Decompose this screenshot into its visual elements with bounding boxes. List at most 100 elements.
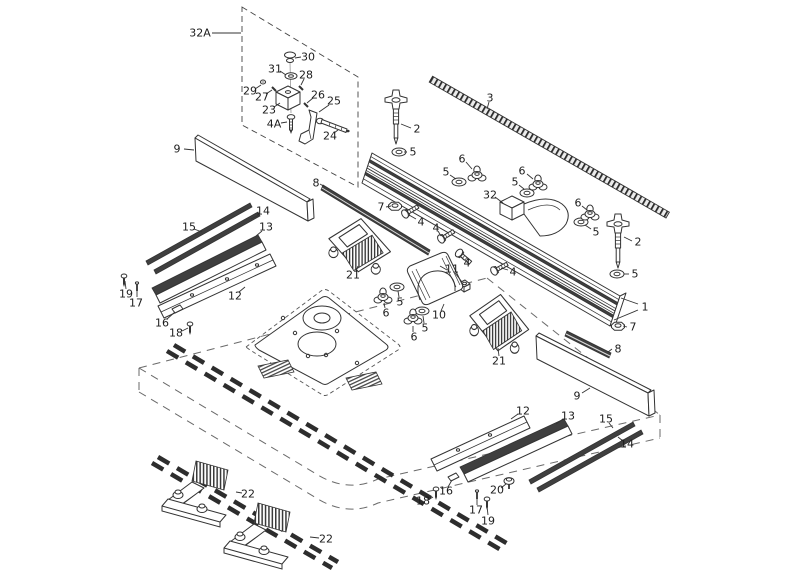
detail-view-box bbox=[241, 6, 359, 188]
leader-line bbox=[500, 483, 507, 489]
leader-line bbox=[238, 286, 246, 293]
leader-line bbox=[617, 436, 624, 442]
guard-bracket-32 bbox=[499, 195, 569, 237]
part-number-label: 6 bbox=[459, 153, 466, 166]
track-rail-13-right bbox=[459, 418, 573, 483]
leader-line bbox=[250, 214, 260, 220]
end-clip-16-right bbox=[447, 472, 460, 482]
part-number-label: 10 bbox=[432, 309, 446, 322]
knob-6 bbox=[373, 287, 393, 304]
leader-line bbox=[486, 505, 489, 516]
part-number-label: 25 bbox=[327, 95, 341, 108]
part-number-label: 5 bbox=[443, 166, 450, 179]
part-number-label: 14 bbox=[620, 438, 634, 451]
part-number-label: 13 bbox=[259, 221, 273, 234]
leader-line bbox=[309, 536, 320, 539]
part-number-label: 24 bbox=[323, 130, 337, 143]
part-number-label: 26 bbox=[311, 89, 325, 102]
mounting-bracket-12-right bbox=[430, 415, 531, 472]
leader-line bbox=[318, 104, 330, 113]
part-number-label: 8 bbox=[313, 177, 320, 190]
leader-line bbox=[279, 70, 287, 76]
wear-strip-15-right bbox=[528, 421, 636, 485]
washer-5 bbox=[414, 306, 430, 316]
part-number-label: 30 bbox=[301, 51, 315, 64]
cap-nut-30 bbox=[284, 51, 296, 63]
part-number-label: 12 bbox=[516, 405, 530, 418]
part-number-label: 16 bbox=[155, 317, 169, 330]
main-fence-rail bbox=[361, 152, 627, 327]
washer-31 bbox=[284, 72, 298, 80]
part-number-label: 31 bbox=[268, 63, 282, 76]
part-number-label: 27 bbox=[255, 91, 269, 104]
nut-7 bbox=[611, 321, 625, 331]
leader-line bbox=[608, 422, 614, 429]
clamp-detail-parts bbox=[259, 51, 350, 145]
leader-line bbox=[383, 302, 386, 309]
wear-strip-15-left bbox=[145, 202, 253, 266]
leader-line bbox=[235, 491, 243, 494]
leader-line bbox=[555, 418, 564, 425]
clamp-block-23 bbox=[275, 85, 301, 111]
leader-line bbox=[306, 97, 314, 104]
part-number-label: 4 bbox=[418, 216, 425, 229]
part-number-label: 5 bbox=[593, 226, 600, 239]
leader-line bbox=[439, 265, 448, 271]
part-number-label: 12 bbox=[228, 290, 242, 303]
part-number-label: 29 bbox=[243, 85, 257, 98]
leader-line bbox=[183, 148, 195, 151]
end-clip-16-left bbox=[171, 304, 184, 314]
track-rail-13-left bbox=[151, 234, 267, 304]
leader-line bbox=[465, 161, 473, 170]
part-number-label: 7 bbox=[378, 201, 385, 214]
leader-line bbox=[355, 265, 359, 272]
part-number-label: 6 bbox=[411, 331, 418, 344]
part-number-label: 2 bbox=[635, 236, 642, 249]
part-number-label: 15 bbox=[599, 413, 613, 426]
part-number-label: 9 bbox=[174, 143, 181, 156]
part-number-label: 4 bbox=[510, 266, 517, 279]
part-number-label: 32 bbox=[483, 189, 497, 202]
leader-line bbox=[518, 184, 525, 190]
washer-5 bbox=[609, 269, 625, 279]
part-number-label: 18 bbox=[169, 327, 183, 340]
leader-line bbox=[254, 84, 262, 90]
featherboard-21-right bbox=[469, 293, 530, 354]
wear-strip-14-right bbox=[536, 429, 644, 493]
screw-18-right bbox=[432, 486, 440, 501]
leader-line bbox=[181, 327, 189, 332]
part-number-label: 5 bbox=[632, 268, 639, 281]
leader-line bbox=[166, 311, 176, 320]
leader-line bbox=[408, 214, 417, 220]
insert-recess-outline bbox=[245, 289, 401, 396]
part-number-label: 5 bbox=[512, 176, 519, 189]
pin-27 bbox=[271, 86, 277, 92]
wear-strip-14-left bbox=[153, 211, 261, 275]
part-number-label: 3 bbox=[487, 92, 494, 105]
leader-line bbox=[437, 230, 442, 237]
bolt-4A bbox=[286, 114, 296, 134]
leader-line bbox=[440, 303, 445, 312]
knob-6 bbox=[528, 174, 548, 191]
leader-line bbox=[255, 230, 263, 237]
part-number-label: 4A bbox=[267, 118, 282, 131]
leader-line bbox=[427, 496, 434, 501]
part-number-label: 5 bbox=[397, 296, 404, 309]
part-number-label: 4 bbox=[464, 257, 471, 270]
leader-line bbox=[422, 315, 425, 324]
part-number-label: 6 bbox=[519, 165, 526, 178]
leader-line bbox=[300, 78, 305, 86]
part-number-label: 32A bbox=[189, 27, 211, 40]
part-number-label: 17 bbox=[129, 297, 143, 310]
fence-face-board-right bbox=[535, 332, 656, 417]
part-number-label: 5 bbox=[410, 146, 417, 159]
leader-line bbox=[294, 56, 302, 59]
part-number-label: 22 bbox=[241, 488, 255, 501]
set-screw-29 bbox=[259, 79, 267, 85]
leader-line bbox=[265, 89, 273, 95]
leader-line bbox=[280, 121, 288, 124]
washer-5 bbox=[451, 177, 467, 187]
clamp-2-left bbox=[384, 89, 408, 145]
leader-line bbox=[510, 413, 519, 420]
